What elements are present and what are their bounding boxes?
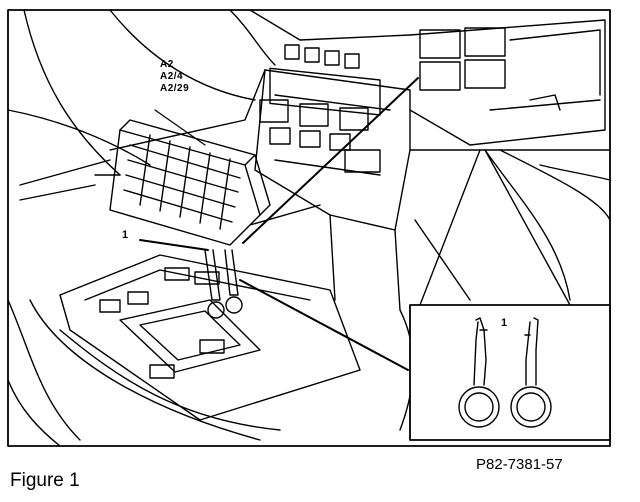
dashboard-top [19, 9, 411, 201]
inserted-release-tools [204, 249, 243, 319]
release-tool-marker: 1 [122, 229, 129, 241]
component-label-a2: A2 [160, 59, 174, 70]
leader-lines [139, 77, 419, 371]
connector-module [94, 119, 321, 246]
component-label-a2-29: A2/29 [160, 83, 190, 94]
radio-unit [409, 19, 611, 151]
detail-tool-marker: 1 [501, 317, 508, 329]
right-trim [399, 149, 611, 431]
detail-cone [419, 149, 571, 306]
center-console [254, 69, 411, 311]
component-label-a2-4: A2/4 [160, 71, 184, 82]
lower-console [29, 254, 361, 441]
detail-inset [409, 304, 611, 441]
release-tool-right [510, 317, 552, 428]
figure-caption: Figure 1 [10, 470, 80, 491]
illustration-frame [7, 9, 611, 447]
release-tool-left [458, 317, 500, 428]
climate-control-panel [259, 44, 381, 173]
windshield-edge [7, 9, 256, 447]
drawing-reference-number: P82-7381-57 [476, 456, 563, 473]
